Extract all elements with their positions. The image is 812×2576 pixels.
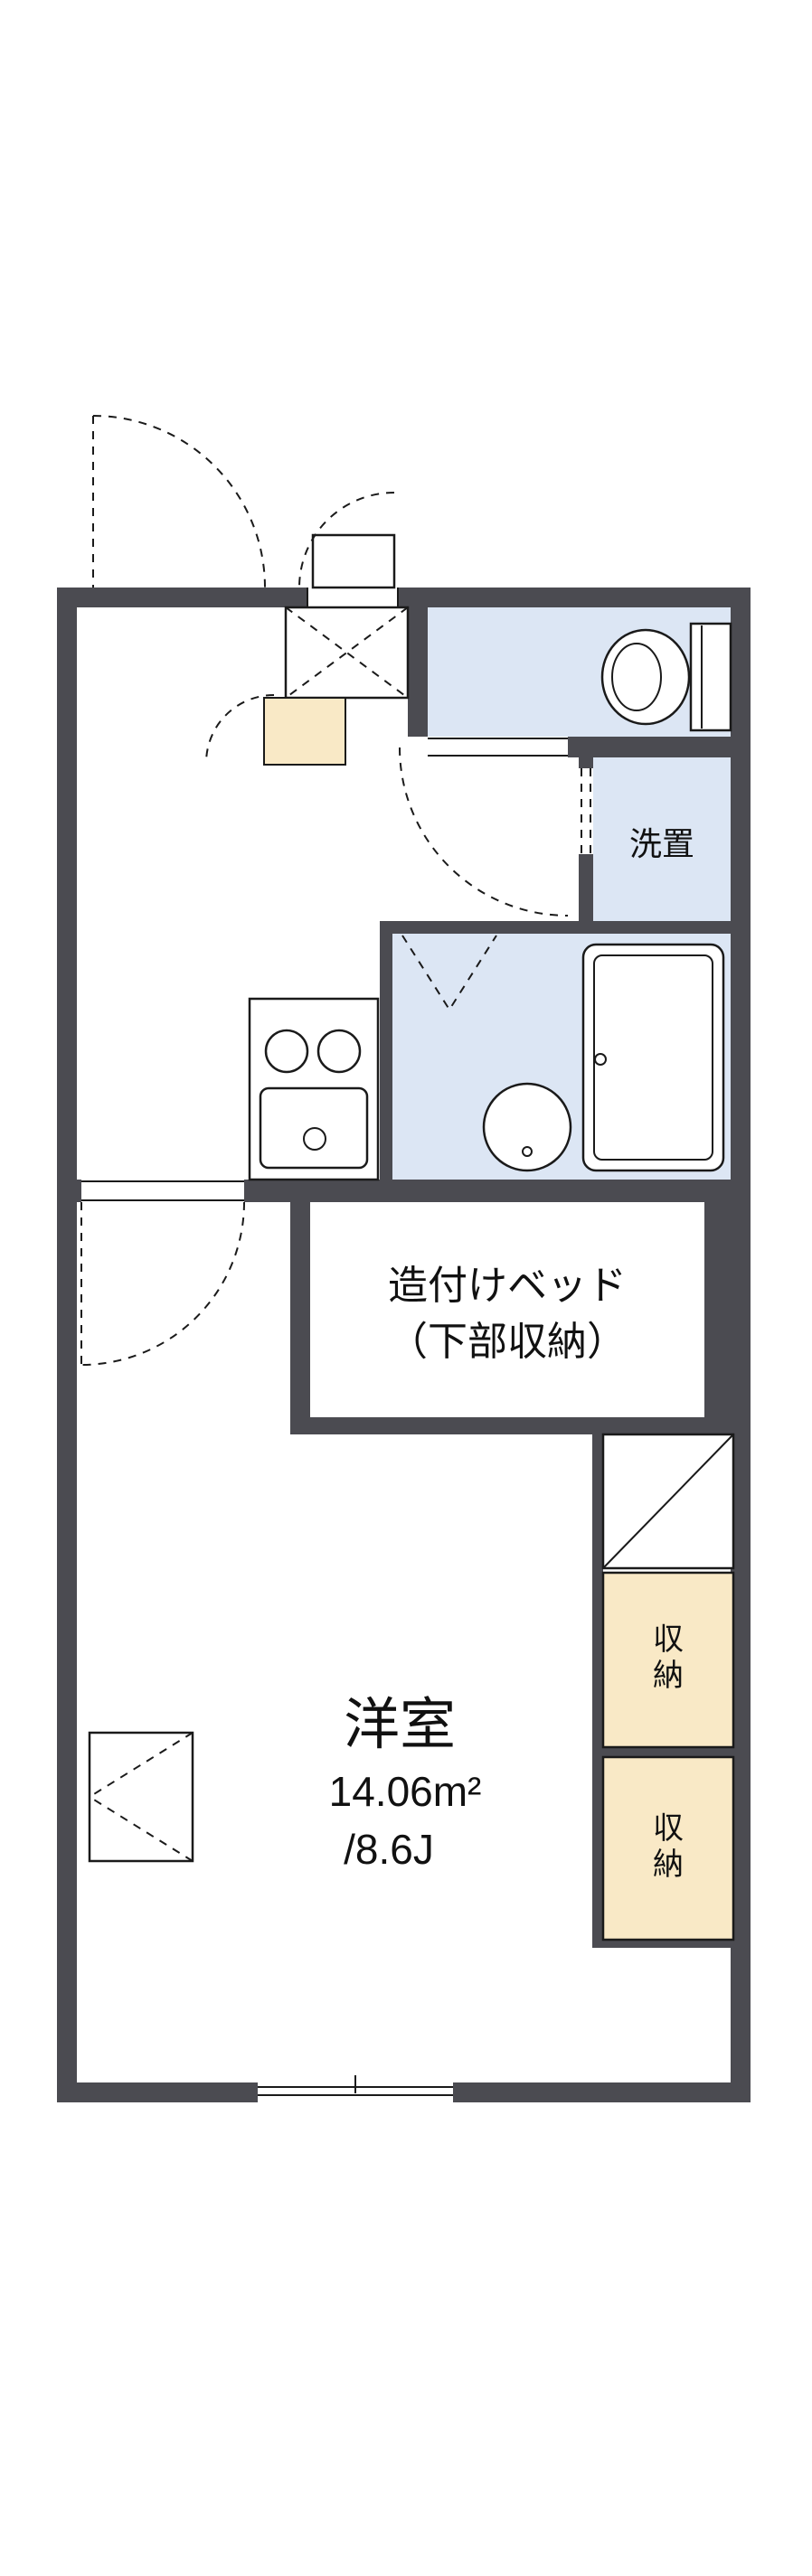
toilet-tank (689, 622, 732, 732)
storage-upper (601, 1571, 735, 1749)
genkan-x-line-1 (285, 606, 409, 699)
wall-bath-left (380, 921, 392, 1195)
laundry-room (579, 757, 731, 921)
bathtub-icon (581, 943, 725, 1172)
kitchen-unit (248, 997, 380, 1181)
bathtub-outer (581, 943, 725, 1172)
entrance-door-panel (311, 533, 396, 589)
bed-label-line1: 造付けベッド (388, 1264, 627, 1308)
storage-upper-label: 収納 (653, 1622, 684, 1694)
wall-bath-top (380, 921, 751, 934)
storage-diagonal-area (601, 1433, 735, 1570)
room-label: 洋室 (343, 1694, 456, 1756)
wall-bed-bottom (290, 1417, 731, 1434)
room-area-label: 14.06m² (328, 1768, 482, 1815)
wall-bed-right (704, 1180, 731, 1417)
entrance-door-arc (92, 415, 266, 588)
outer-wall-right (731, 588, 751, 2102)
wall-genkan-right (408, 588, 428, 737)
toilet-icon (600, 622, 732, 732)
opening-entrance (307, 588, 398, 607)
sink-drain (303, 1127, 326, 1151)
opening-room-door (81, 1180, 244, 1202)
wall-toilet-bottom (568, 737, 751, 757)
washbasin-drain (522, 1146, 533, 1157)
desk-dash-top (89, 1732, 194, 1798)
bed-label-line2: （下部収納） (388, 1320, 627, 1365)
wall-bed-left (290, 1180, 310, 1417)
genkan-x-line-2 (285, 606, 409, 699)
wall-room-top (244, 1180, 751, 1202)
desk-box (88, 1731, 194, 1863)
stove-burner-right-icon (316, 1029, 362, 1074)
entrance-door-small-arc (298, 492, 395, 588)
toilet-bowl (600, 628, 691, 726)
storage-diagonal-line (602, 1434, 734, 1569)
bathtub-drain (594, 1053, 607, 1066)
entrance-step (263, 697, 346, 766)
outer-wall-top (57, 588, 751, 607)
outer-wall-left (57, 588, 77, 2102)
bathtub-inner (593, 954, 713, 1161)
storage-lower (601, 1755, 735, 1941)
washbasin-bowl (482, 1082, 572, 1172)
stove-burner-left-icon (264, 1029, 309, 1074)
closet-door-arc (205, 694, 275, 764)
laundry-label: 洗置 (628, 825, 694, 862)
desk-outline (88, 1731, 194, 1863)
toilet-door-arc (399, 747, 569, 917)
bed-label: 造付けベッド （下部収納） (317, 1258, 697, 1371)
desk-dash-bottom (89, 1796, 194, 1862)
room-size-label: /8.6J (344, 1826, 434, 1873)
toilet-bowl-inner (611, 643, 662, 711)
washbasin-icon (482, 1082, 572, 1172)
wall-storage-bottom (592, 1940, 733, 1948)
wall-room-top-left-stub (57, 1180, 81, 1202)
room-door-arc (80, 1201, 245, 1366)
bathroom-folding-door (401, 935, 497, 1011)
storage-lower-label: 収納 (653, 1811, 684, 1883)
wall-storage-divider (598, 1747, 733, 1757)
opening-toilet-door (428, 737, 568, 757)
wall-storage-left (592, 1434, 603, 1940)
